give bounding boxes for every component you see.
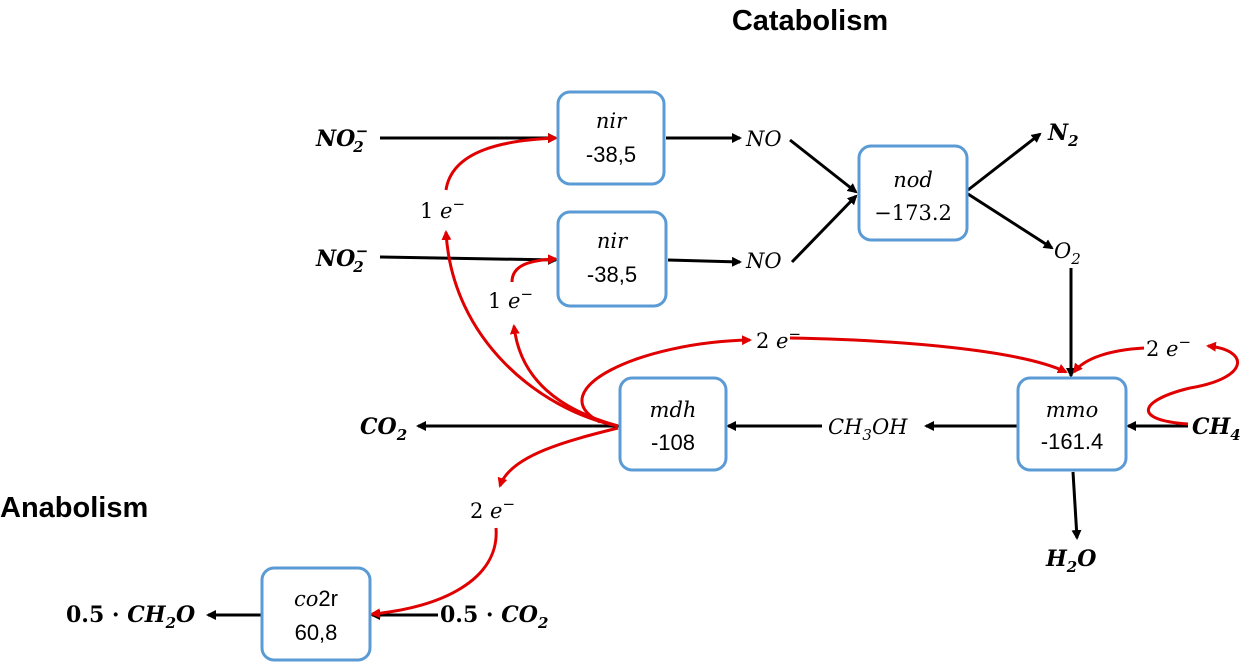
species-ch3oh: CH3OH — [828, 415, 908, 444]
species-no2-bottom: NO2− — [315, 242, 368, 276]
enzyme-name: nir — [597, 229, 629, 253]
enzyme-nir-1: nir -38,5 — [556, 90, 666, 186]
enzyme-value: -108 — [651, 430, 695, 455]
arrow-nir2-to-no — [667, 256, 742, 267]
enzyme-value: −173.2 — [874, 201, 952, 225]
arrow-no-bottom-to-nod — [790, 194, 858, 264]
electron-arrow-2e-ch4-to-mmo — [1072, 346, 1145, 374]
enzyme-value: -161.4 — [1041, 429, 1103, 454]
electron-label-nir2: 1 e− — [488, 285, 533, 313]
species-no-top: NO — [745, 127, 782, 151]
enzyme-name: mmo — [1046, 398, 1098, 422]
arrow-no2-to-nir2 — [379, 254, 558, 265]
enzyme-name: nod — [893, 168, 933, 192]
arrow-no-top-to-nod — [789, 138, 858, 194]
enzyme-name: mdh — [650, 398, 697, 422]
enzyme-name: nir — [596, 109, 628, 133]
arrow-nod-to-o2 — [967, 192, 1054, 250]
catabolism-title: Catabolism — [732, 5, 888, 37]
electron-arrow-to-nir1 — [444, 133, 558, 191]
enzyme-mdh: mdh -108 — [618, 376, 728, 472]
species-no2-top: NO2− — [315, 122, 368, 156]
electron-arrow-2e-to-co2r — [370, 527, 498, 619]
species-co2-substrate: 0.5 · CO2 — [440, 602, 548, 632]
enzyme-value: -38,5 — [587, 262, 637, 287]
electron-arrow-2e-to-mmo — [789, 336, 1068, 374]
electron-arrows — [370, 133, 1239, 619]
anabolism-title: Anabolism — [0, 492, 148, 524]
enzyme-nir-2: nir -38,5 — [556, 210, 668, 308]
electron-arrow-mdh-to-2e-anab — [497, 426, 619, 488]
species-co2-left: CO2 — [360, 414, 407, 444]
arrow-mmo-to-h2o — [1071, 471, 1082, 540]
electron-arrow-ch4-loop — [1147, 341, 1239, 426]
enzyme-name: co2r — [294, 586, 338, 611]
arrow-nod-to-n2 — [967, 132, 1042, 192]
electron-label-nir1: 1 e− — [420, 195, 465, 223]
species-n2: N2 — [1047, 120, 1079, 150]
electron-label-co2r: 2 e− — [470, 495, 515, 523]
enzyme-value: 60,8 — [295, 620, 338, 645]
enzyme-mmo: mmo -161.4 — [1016, 376, 1128, 472]
species-ch2o-product: 0.5 · CH2O — [66, 602, 195, 632]
enzyme-nod: nod −173.2 — [857, 144, 969, 242]
species-o2: O2 — [1054, 239, 1081, 268]
electron-arrow-to-nir2 — [510, 254, 558, 283]
species-no-bottom: NO — [745, 249, 782, 273]
enzyme-value: -38,5 — [586, 142, 636, 167]
enzyme-co2r: co2r 60,8 — [260, 566, 372, 662]
species-h2o: H2O — [1045, 546, 1096, 576]
electron-label-ch4: 2 e− — [1146, 333, 1191, 361]
flux-arrows — [206, 132, 1188, 620]
electron-arrow-mdh-to-2e — [580, 335, 752, 424]
electron-label-mdh-mmo: 2 e− — [756, 325, 801, 353]
species-ch4: CH4 — [1192, 414, 1241, 444]
